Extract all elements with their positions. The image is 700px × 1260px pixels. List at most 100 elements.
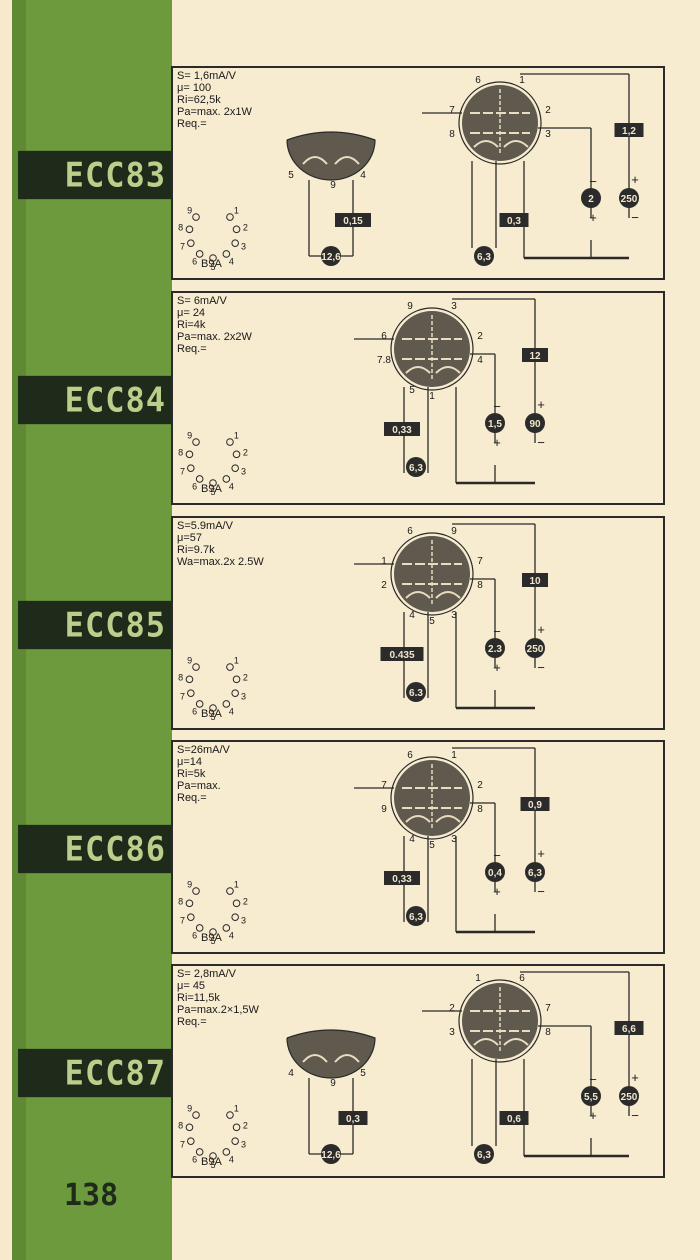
left-heater-pin-c: 5: [360, 1068, 366, 1079]
socket-pin-hole: [226, 887, 234, 895]
anode-supply-minus: −: [631, 1108, 639, 1123]
spec-line: Pa=max. 2x1W: [177, 106, 252, 118]
left-heater-current-box: [335, 213, 371, 227]
tube-pin-label: 4: [477, 355, 483, 366]
socket-pin-label: 2: [243, 448, 248, 458]
tube-pin-label: 6: [407, 750, 413, 761]
anode-supply-minus: −: [631, 210, 639, 225]
right-heater-current: 0,3: [507, 216, 521, 227]
tube-pin-label: 3: [451, 301, 457, 312]
page-number: 138: [64, 1178, 119, 1213]
tube-pin-label: 2: [477, 780, 483, 791]
socket-pin-hole: [232, 225, 241, 234]
socket-pin-label: 3: [241, 242, 246, 252]
socket-pin-hole: [222, 475, 231, 483]
tube-pin-label: 1: [475, 973, 481, 984]
socket-pin-label: 1: [234, 206, 239, 216]
heater-current: 0,33: [392, 425, 412, 436]
left-heater-bulb: [286, 131, 376, 181]
tube-pin-label: 2: [545, 105, 551, 116]
grid-bias-minus: −: [493, 624, 501, 639]
socket-pin-hole: [231, 689, 239, 697]
tube-pin-label: 4: [409, 610, 415, 621]
socket-pin-hole: [185, 899, 194, 908]
socket-pin-label: 7: [180, 467, 185, 477]
grid-bias-minus: −: [493, 848, 501, 863]
left-heater-filament: [302, 1054, 360, 1063]
grid-bias-plus: +: [589, 210, 597, 225]
left-heater-current-box: [338, 1111, 368, 1125]
socket-pin-label: 1: [234, 880, 239, 890]
socket-pin-hole: [195, 475, 204, 483]
anode-supply-value-dot: [619, 188, 639, 208]
tube-pin-label: 5: [409, 385, 415, 396]
tube-label-ecc86: ECC86: [18, 824, 172, 874]
socket-pin-hole: [222, 700, 231, 708]
socket-pin-hole: [231, 464, 239, 472]
left-heater-pin-b: 9: [330, 1078, 336, 1089]
left-heater-current: 0,15: [343, 216, 363, 227]
spec-line: Ri=5k: [177, 768, 206, 780]
left-heater-filament: [302, 156, 360, 165]
socket-pin-label: 2: [243, 223, 248, 233]
socket-pin-hole: [226, 438, 234, 446]
grid-bias-value-dot: [485, 638, 505, 658]
tube-pin-label: 5: [429, 840, 435, 851]
cathode-heater: [405, 366, 461, 374]
socket-pin-hole: [232, 675, 241, 684]
grid-bias-minus: −: [589, 174, 597, 189]
socket-pin-hole: [232, 1123, 241, 1132]
heater-current: 0,33: [392, 874, 412, 885]
tube-pin-label: 7.8: [377, 355, 391, 366]
socket-pin-hole: [192, 213, 200, 221]
spec-line: μ= 45: [177, 980, 206, 992]
tube-pin-label: 5: [429, 616, 435, 627]
right-heater-voltage: 6,3: [477, 252, 491, 263]
socket-pin-label: 5: [210, 1160, 215, 1170]
anode-supply-value-dot: [525, 638, 545, 658]
socket-pin-label: 9: [187, 880, 192, 890]
cathode-heater: [473, 140, 529, 148]
grid-bias-value: 2.3: [488, 644, 502, 655]
grid-bias-value: 5,5: [584, 1092, 598, 1103]
tube-pin-label: 1: [381, 556, 387, 567]
tube-pin-label: 8: [545, 1027, 551, 1038]
tube-pin-label: 3: [451, 610, 457, 621]
socket-type-label: B9A: [201, 1156, 222, 1168]
anode-current-value-box: [522, 348, 548, 362]
tube-pin-label: 7: [449, 105, 455, 116]
socket-pin-label: 7: [180, 916, 185, 926]
tube-pin-label: 2: [477, 331, 483, 342]
socket-pin-hole: [231, 913, 239, 921]
socket-pin-hole: [222, 1148, 231, 1156]
socket-pin-hole: [195, 700, 204, 708]
socket-type-label: B9A: [201, 708, 222, 720]
socket-pin-label: 5: [210, 936, 215, 946]
tube-pin-label: 6: [407, 526, 413, 537]
grid-bias-plus: +: [493, 884, 501, 899]
left-heater-bulb: [286, 1029, 376, 1079]
grid-bias-minus: −: [589, 1072, 597, 1087]
socket-pin-hole: [232, 899, 241, 908]
anode-supply-minus: −: [537, 660, 545, 675]
socket-pin-label: 7: [180, 692, 185, 702]
tube-pin-label: 3: [545, 129, 551, 140]
socket-pin-label: 6: [192, 706, 197, 716]
socket-pin-hole: [226, 213, 234, 221]
socket-pin-label: 5: [210, 262, 215, 272]
spec-line: S= 1,6mA/V: [177, 70, 237, 82]
socket-pin-hole: [192, 663, 200, 671]
tube-pin-label: 8: [449, 129, 455, 140]
anode-supply-value: 250: [621, 1092, 638, 1103]
socket-pin-label: 2: [243, 1121, 248, 1131]
tube-pin-label: 7: [381, 780, 387, 791]
socket-pin-label: 9: [187, 1104, 192, 1114]
socket-pin-label: 9: [187, 431, 192, 441]
anode-current-value: 1,2: [622, 126, 636, 137]
socket-pin-hole: [187, 689, 195, 697]
